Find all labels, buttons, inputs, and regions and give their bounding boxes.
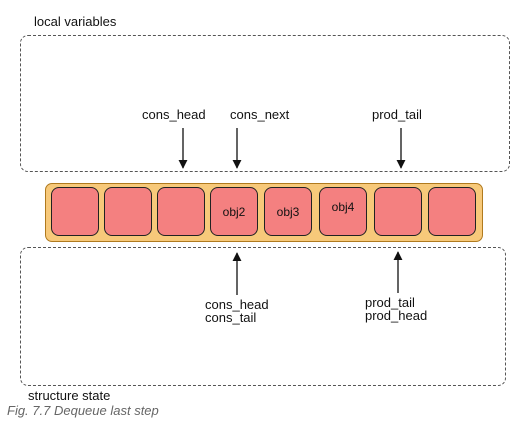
structure-state-label: structure state <box>28 388 111 403</box>
ring-slot <box>374 187 422 236</box>
local-variables-label: local variables <box>34 14 117 29</box>
state-prod-pointers: prod_tail prod_head <box>365 296 427 322</box>
slot-label: obj2 <box>222 204 246 219</box>
ring-slot-obj2: obj2 <box>210 187 258 236</box>
figure-caption: Fig. 7.7 Dequeue last step <box>7 403 159 418</box>
ring-slot <box>51 187 99 236</box>
ring-slot <box>104 187 152 236</box>
local-prod-tail-label: prod_tail <box>372 107 422 122</box>
state-cons-head-label: cons_head <box>205 297 269 312</box>
slot-label: obj3 <box>276 204 300 219</box>
ring-slot <box>157 187 205 236</box>
state-prod-head-label: prod_head <box>365 308 428 323</box>
state-cons-tail-label: cons_tail <box>205 310 257 325</box>
ring-slot-obj4: obj4 <box>319 187 367 236</box>
ring-slot <box>428 187 476 236</box>
local-variables-box <box>20 35 510 172</box>
local-cons-next-label: cons_next <box>230 107 290 122</box>
local-cons-head-label: cons_head <box>142 107 206 122</box>
slot-label: obj4 <box>331 199 355 214</box>
state-cons-pointers: cons_head cons_tail <box>205 298 269 324</box>
ring-slot-obj3: obj3 <box>264 187 312 236</box>
state-prod-tail-label: prod_tail <box>365 295 415 310</box>
structure-state-box <box>20 247 506 386</box>
